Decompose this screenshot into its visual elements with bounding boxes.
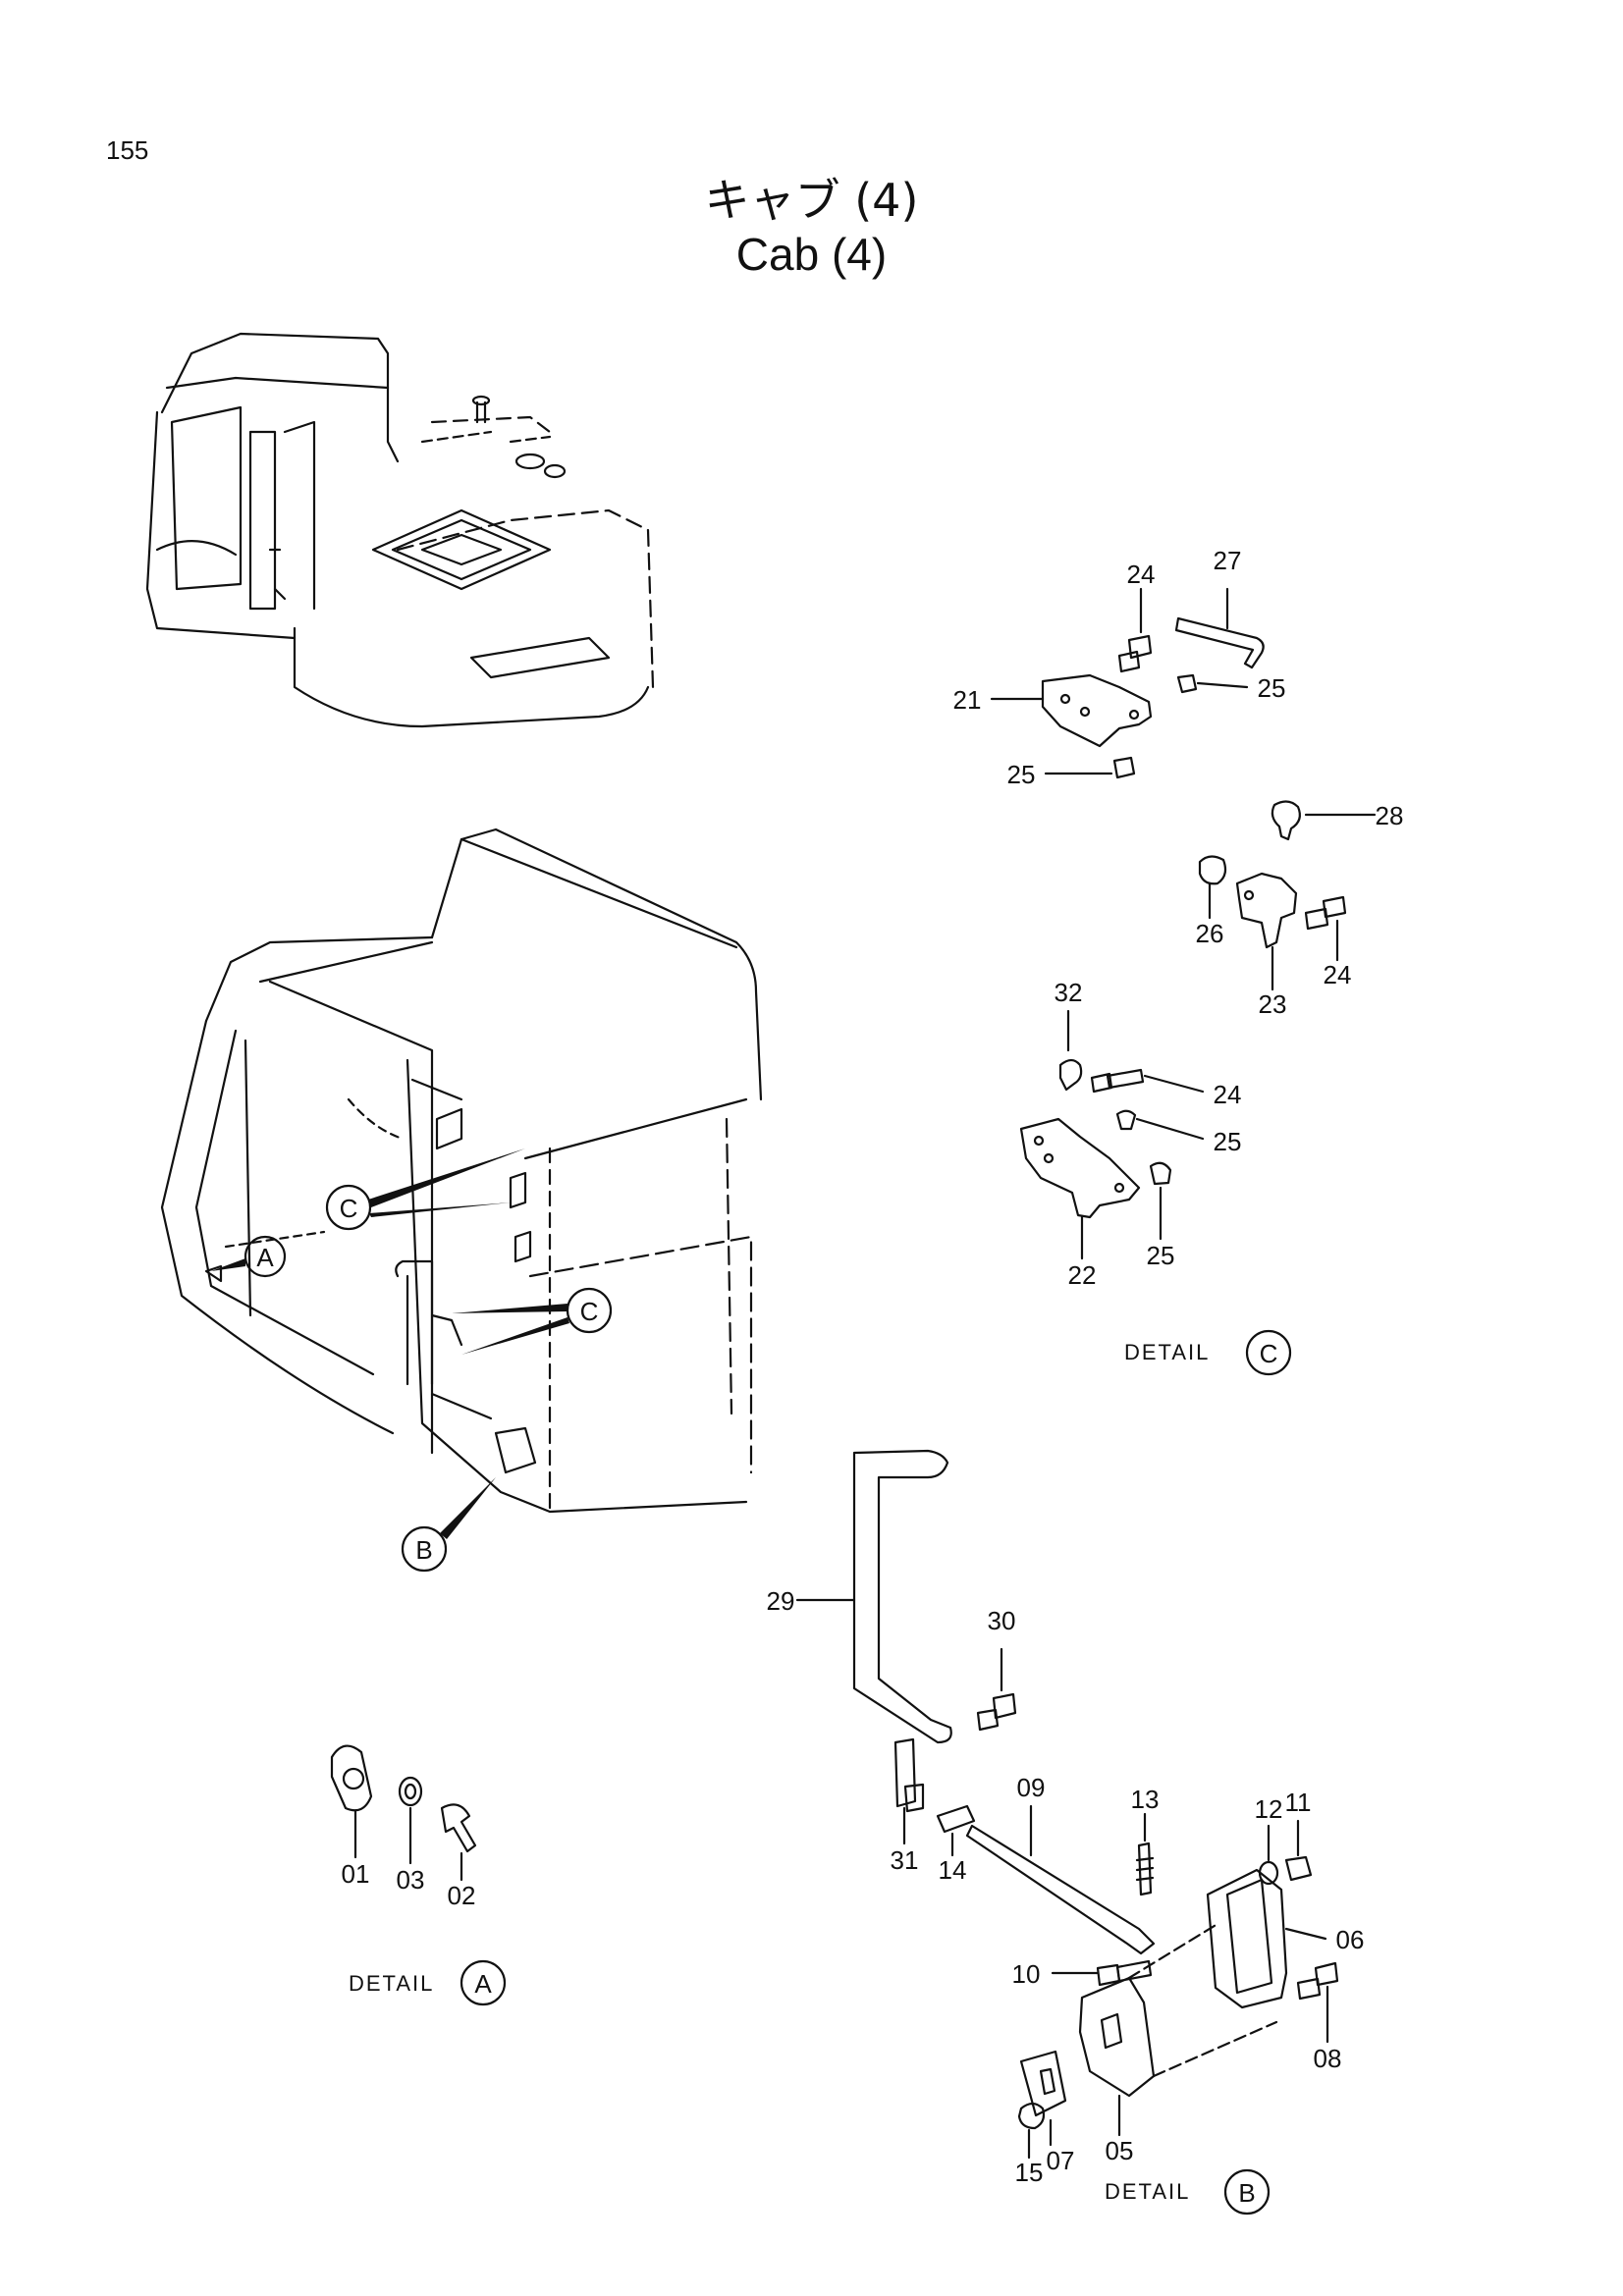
callout-b-letter: B bbox=[415, 1535, 432, 1565]
part-label-12: 12 bbox=[1255, 1794, 1283, 1824]
detail-b-parts bbox=[795, 1449, 1339, 2160]
page-title-english: Cab (4) bbox=[735, 229, 888, 280]
callout-b-pointer bbox=[440, 1477, 496, 1539]
part-label-32: 32 bbox=[1055, 978, 1083, 1007]
detail-c-letter: C bbox=[1260, 1339, 1278, 1368]
part-label-27: 27 bbox=[1214, 546, 1242, 575]
detail-b-letter: B bbox=[1238, 2178, 1255, 2208]
part-label-25-c: 25 bbox=[1214, 1127, 1242, 1156]
detail-a-parts bbox=[330, 1744, 477, 1882]
part-label-06: 06 bbox=[1336, 1925, 1365, 1954]
part-label-23: 23 bbox=[1259, 989, 1287, 1019]
part-label-13: 13 bbox=[1131, 1785, 1160, 1814]
part-label-29: 29 bbox=[767, 1586, 795, 1616]
part-label-09: 09 bbox=[1017, 1773, 1046, 1802]
detail-a-letter: A bbox=[474, 1969, 492, 1999]
detail-c-label: DETAIL bbox=[1124, 1340, 1210, 1364]
part-label-15: 15 bbox=[1015, 2158, 1044, 2187]
part-label-22: 22 bbox=[1068, 1260, 1097, 1290]
callout-a-letter: A bbox=[256, 1243, 274, 1272]
excavator-overview-illustration bbox=[145, 332, 655, 728]
part-label-02: 02 bbox=[448, 1881, 476, 1910]
part-label-08: 08 bbox=[1314, 2044, 1342, 2073]
part-label-28: 28 bbox=[1376, 801, 1404, 830]
detail-c-parts bbox=[990, 587, 1377, 1260]
detail-a-circle bbox=[460, 1959, 507, 2006]
callout-c-lower-pointers bbox=[452, 1304, 569, 1355]
part-label-03: 03 bbox=[397, 1865, 425, 1895]
callout-a-pointer bbox=[211, 1258, 245, 1271]
detail-c-circle bbox=[1245, 1329, 1292, 1376]
part-label-14: 14 bbox=[939, 1855, 967, 1885]
part-label-24-c: 24 bbox=[1214, 1080, 1242, 1109]
callout-a bbox=[243, 1235, 287, 1278]
callout-b bbox=[401, 1525, 448, 1573]
part-label-05: 05 bbox=[1106, 2136, 1134, 2165]
part-label-25-b: 25 bbox=[1007, 760, 1036, 789]
part-label-24-a: 24 bbox=[1127, 560, 1156, 589]
cab-illustration bbox=[160, 828, 763, 1514]
part-label-11: 11 bbox=[1285, 1788, 1312, 1817]
callout-c-upper bbox=[325, 1184, 372, 1231]
part-label-07: 07 bbox=[1047, 2146, 1075, 2175]
page-number: 155 bbox=[106, 135, 149, 165]
part-label-25-a: 25 bbox=[1258, 673, 1286, 703]
detail-b-label: DETAIL bbox=[1105, 2179, 1190, 2204]
callout-c-upper-pointers bbox=[368, 1148, 525, 1217]
part-label-01: 01 bbox=[342, 1859, 370, 1889]
detail-b-circle bbox=[1223, 2168, 1271, 2216]
part-label-21: 21 bbox=[953, 685, 982, 715]
part-label-24-b: 24 bbox=[1324, 960, 1352, 989]
part-label-25-d: 25 bbox=[1147, 1241, 1175, 1270]
detail-a-label: DETAIL bbox=[349, 1971, 434, 1996]
part-label-30: 30 bbox=[988, 1606, 1016, 1635]
callout-c-upper-letter: C bbox=[340, 1194, 358, 1223]
part-label-31: 31 bbox=[891, 1845, 919, 1875]
part-label-26: 26 bbox=[1196, 919, 1224, 948]
callout-c-lower-letter: C bbox=[580, 1297, 599, 1326]
page-title-japanese: キャブ (4) bbox=[704, 174, 919, 227]
part-label-10: 10 bbox=[1012, 1959, 1041, 1989]
